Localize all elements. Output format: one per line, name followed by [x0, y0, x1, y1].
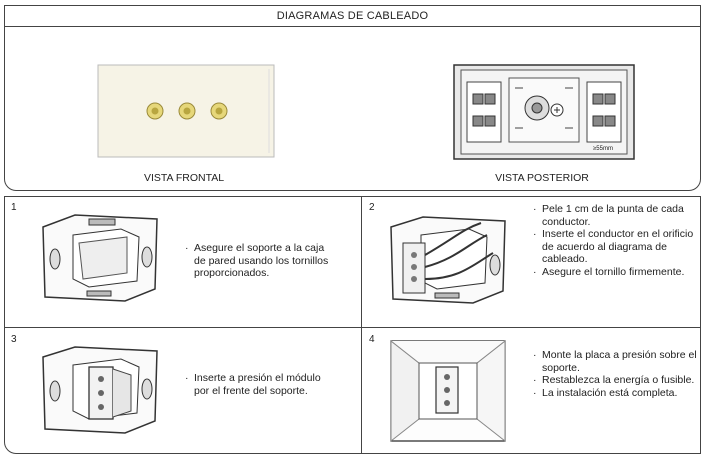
- bracket-image: [42, 214, 158, 302]
- step-bullet: Asegure el tornillo firmemente.: [542, 265, 685, 278]
- views-panel: DIAGRAMAS DE CABLEADO: [4, 5, 701, 191]
- cover-plate-image: [390, 339, 506, 443]
- steps-panel: 1 ·Asegure el soporte a la caja de pared…: [4, 196, 701, 454]
- socket-hole-icon: [146, 102, 164, 120]
- rear-tag: ≥55mm: [593, 146, 613, 152]
- socket-hole-icon: [210, 102, 228, 120]
- front-view-image: [97, 64, 275, 158]
- step-bullet: Inserte el conductor en el orificio de a…: [542, 228, 694, 265]
- row-divider: [5, 327, 700, 328]
- bracket-module-image: [42, 346, 158, 434]
- step-text: ·Asegure el soporte a la caja de pared u…: [185, 242, 335, 280]
- step-number: 3: [11, 334, 17, 345]
- socket-hole-icon: [178, 102, 196, 120]
- step-bullet: Monte la placa a presión sobre el soport…: [542, 349, 697, 374]
- step-text: ·Monte la placa a presión sobre el sopor…: [533, 349, 697, 399]
- front-view-label: VISTA FRONTAL: [143, 172, 225, 184]
- step-bullet: La instalación está completa.: [542, 386, 678, 399]
- rear-view-label: VISTA POSTERIOR: [495, 172, 589, 184]
- step-bullet: Asegure el soporte a la caja de pared us…: [194, 242, 329, 279]
- bracket-wired-image: [390, 216, 506, 304]
- step-bullet: Restablezca la energía o fusible.: [542, 374, 695, 386]
- column-divider: [361, 197, 362, 453]
- step-number: 2: [369, 202, 375, 213]
- step-text: ·Pele 1 cm de la punta de cada conductor…: [533, 203, 698, 278]
- rear-view-image: ≥55mm: [453, 64, 635, 160]
- step-number: 4: [369, 334, 375, 345]
- step-text: ·Inserte a presión el módulo por el fren…: [185, 372, 335, 397]
- step-number: 1: [11, 202, 17, 213]
- step-bullet: Pele 1 cm de la punta de cada conductor.: [542, 203, 684, 228]
- step-bullet: Inserte a presión el módulo por el frent…: [194, 372, 321, 397]
- diagram-title: DIAGRAMAS DE CABLEADO: [5, 6, 700, 27]
